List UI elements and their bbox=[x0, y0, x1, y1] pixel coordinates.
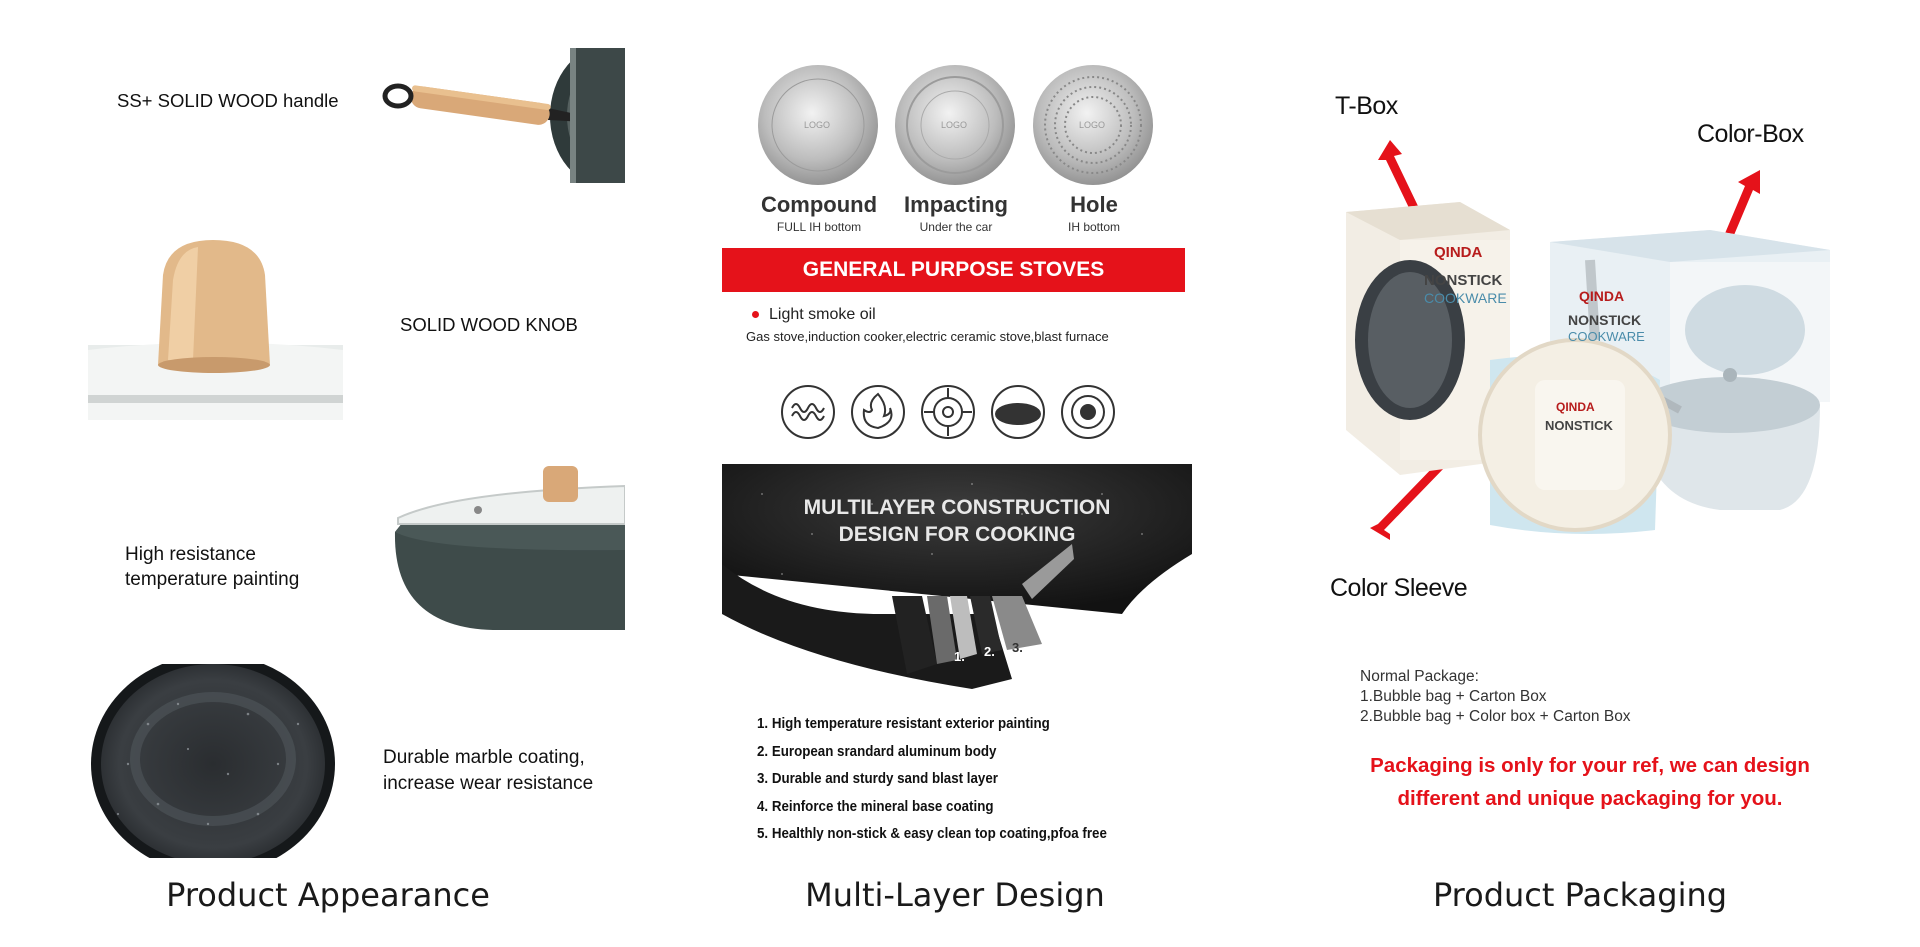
normal-package-title: Normal Package: bbox=[1360, 668, 1479, 685]
layer-number-1: 1. bbox=[954, 649, 965, 664]
hole-disc-icon bbox=[1033, 65, 1153, 185]
tbox-text-line1: NONSTICK bbox=[1424, 272, 1503, 289]
sleeve-brand: QINDA bbox=[1556, 400, 1595, 414]
normal-package: Normal Package: 1.Bubble bag + Carton Bo… bbox=[1360, 667, 1631, 727]
packaging-note-line1: Packaging is only for your ref, we can d… bbox=[1370, 754, 1810, 777]
construction-heading: MULTILAYER CONSTRUCTION DESIGN FOR COOKI… bbox=[722, 494, 1192, 548]
construction-line2: DESIGN FOR COOKING bbox=[838, 523, 1076, 546]
disc-name-hole: Hole bbox=[1070, 192, 1118, 217]
disc-sub-compound: FULL IH bottom bbox=[776, 220, 862, 234]
multilayer-title: Multi-Layer Design bbox=[805, 876, 1105, 914]
colorbox-text-line2: COOKWARE bbox=[1568, 329, 1645, 344]
layer-number-4: 4. bbox=[1042, 642, 1053, 657]
tbox-text-line2: COOKWARE bbox=[1424, 290, 1507, 306]
smoke-text: Light smoke oil bbox=[769, 306, 876, 323]
bullet-dot-icon bbox=[752, 311, 759, 319]
construction-panel: MULTILAYER CONSTRUCTION DESIGN FOR COOKI… bbox=[722, 464, 1192, 694]
layer-item: 5. Healthly non-stick & easy clean top c… bbox=[757, 826, 1107, 842]
packaging-note: Packaging is only for your ref, we can d… bbox=[1340, 749, 1840, 815]
layer-list: 1. High temperature resistant exterior p… bbox=[757, 716, 1137, 854]
impacting-disc-icon bbox=[895, 65, 1015, 185]
compound-disc-icon bbox=[758, 65, 878, 185]
packaging-image bbox=[1346, 140, 1830, 540]
tbox-brand: QINDA bbox=[1434, 244, 1483, 261]
packaging-note-line2: different and unique packaging for you. bbox=[1397, 787, 1783, 810]
flame-icon bbox=[851, 385, 905, 439]
painting-label-line2: temperature painting bbox=[125, 569, 300, 590]
disc-logo-1: LOGO bbox=[804, 120, 831, 130]
appearance-title: Product Appearance bbox=[166, 876, 490, 914]
coating-label-line1: Durable marble coating, bbox=[383, 747, 585, 768]
disc-logo-3: LOGO bbox=[1079, 120, 1106, 130]
layer-item: 1. High temperature resistant exterior p… bbox=[757, 716, 1050, 732]
tbox-label: T-Box bbox=[1335, 92, 1398, 120]
stove-icons bbox=[781, 385, 1115, 439]
coil-stove-icon bbox=[781, 385, 835, 439]
arrow-icons bbox=[1370, 140, 1760, 540]
colorbox-brand: QINDA bbox=[1579, 288, 1625, 304]
handle-image bbox=[382, 48, 625, 183]
disc-name-compound: Compound bbox=[760, 192, 878, 217]
normal-package-line1: 1.Bubble bag + Carton Box bbox=[1360, 688, 1547, 705]
handle-label: SS+ SOLID WOOD handle bbox=[117, 90, 339, 111]
gas-burner-icon bbox=[921, 385, 975, 439]
disc-name-impacting: Impacting bbox=[904, 192, 1008, 217]
layer-item: 3. Durable and sturdy sand blast layer bbox=[757, 771, 998, 787]
sleeve-text-line1: NONSTICK bbox=[1545, 418, 1613, 433]
stoves-text: Gas stove,induction cooker,electric cera… bbox=[746, 329, 1109, 344]
packaging-title: Product Packaging bbox=[1432, 876, 1728, 914]
layer-number-2: 2. bbox=[984, 644, 995, 659]
ceramic-plate-icon bbox=[991, 385, 1045, 439]
pan-image bbox=[394, 466, 625, 630]
colorbox-label: Color-Box bbox=[1697, 120, 1804, 148]
layer-item: 2. European srandard aluminum body bbox=[757, 743, 997, 760]
painting-label-line1: High resistance bbox=[125, 544, 256, 565]
construction-diagram bbox=[722, 464, 1192, 694]
induction-icon bbox=[1061, 385, 1115, 439]
smoke-line: Light smoke oil bbox=[752, 306, 876, 324]
knob-image bbox=[88, 240, 343, 420]
sleeve-label: Color Sleeve bbox=[1330, 574, 1468, 602]
construction-line1: MULTILAYER CONSTRUCTION bbox=[803, 496, 1111, 519]
disc-sub-impacting: Under the car bbox=[919, 220, 993, 234]
disc-logo-2: LOGO bbox=[941, 120, 968, 130]
colorbox-text-line1: NONSTICK bbox=[1568, 312, 1642, 328]
marble-pan-image bbox=[91, 664, 335, 858]
general-purpose-banner: GENERAL PURPOSE STOVES bbox=[722, 248, 1185, 292]
layer-number-3: 3. bbox=[1012, 640, 1023, 655]
layer-item: 4. Reinforce the mineral base coating bbox=[757, 798, 994, 815]
disc-sub-hole: IH bottom bbox=[1067, 220, 1121, 234]
coating-label-line2: increase wear resistance bbox=[383, 773, 594, 794]
normal-package-line2: 2.Bubble bag + Color box + Carton Box bbox=[1360, 708, 1631, 725]
layer-number-5: 5. bbox=[1072, 650, 1083, 665]
disc-images bbox=[758, 65, 1153, 185]
knob-label: SOLID WOOD KNOB bbox=[400, 314, 578, 335]
